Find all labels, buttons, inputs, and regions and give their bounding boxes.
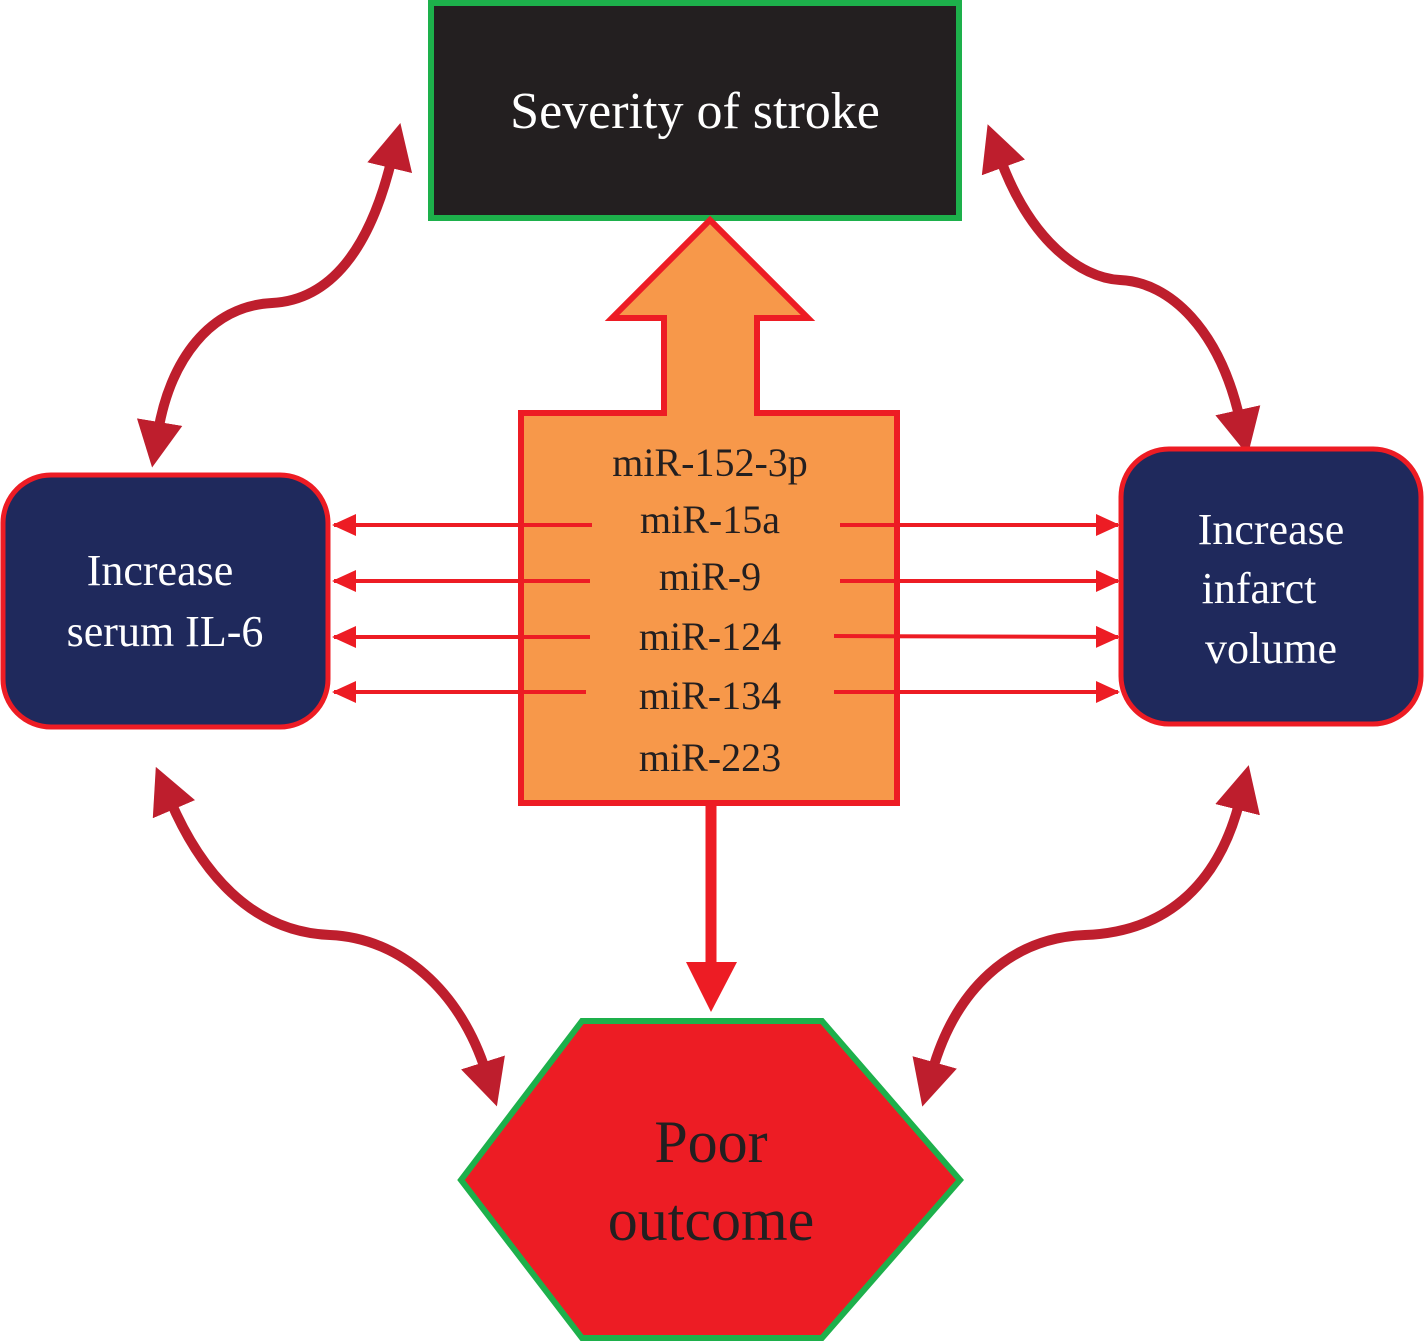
mirna-block-arrow bbox=[518, 215, 900, 806]
mirna-item: miR-9 bbox=[659, 554, 761, 599]
il6-box bbox=[0, 472, 331, 730]
outcome-node: Poor outcome bbox=[457, 1018, 964, 1341]
outcome-hexagon bbox=[457, 1018, 964, 1341]
il6-label-line: Increase bbox=[87, 546, 234, 595]
arrows-to-infarct bbox=[833, 514, 1120, 703]
mirna-item: miR-134 bbox=[639, 673, 781, 718]
severity-box bbox=[428, 0, 962, 221]
outcome-label-line: Poor bbox=[654, 1109, 767, 1175]
infarct-box bbox=[1118, 446, 1424, 727]
curve-arrow-severity-il6 bbox=[136, 122, 413, 468]
infarct-label-line: infarct bbox=[1202, 564, 1317, 613]
mirna-item: miR-15a bbox=[640, 497, 780, 542]
infarct-label-line: volume bbox=[1205, 624, 1337, 673]
mirna-node: miR-152-3p miR-15a miR-9 miR-124 miR-134… bbox=[518, 215, 900, 806]
mirna-item: miR-124 bbox=[639, 614, 781, 659]
il6-label-line: serum IL-6 bbox=[67, 607, 264, 656]
arrow-to-infarct bbox=[833, 625, 1120, 648]
infarct-label-line: Increase bbox=[1198, 505, 1345, 554]
arrows-to-il6 bbox=[332, 514, 592, 703]
infarct-node: Increase infarct volume bbox=[1118, 446, 1424, 727]
outcome-label-line: outcome bbox=[608, 1187, 815, 1253]
curve-arrows bbox=[136, 122, 1261, 1107]
mirna-item: miR-152-3p bbox=[612, 440, 808, 485]
arrow-to-outcome bbox=[686, 806, 737, 1012]
mirna-list: miR-152-3p miR-15a miR-9 miR-124 miR-134… bbox=[612, 440, 808, 780]
mirna-item: miR-223 bbox=[639, 735, 781, 780]
severity-label: Severity of stroke bbox=[510, 83, 880, 140]
curve-arrow-infarct-outcome bbox=[912, 765, 1260, 1107]
curve-arrow-il6-outcome bbox=[152, 766, 505, 1107]
curve-arrow-severity-infarct bbox=[981, 124, 1261, 456]
severity-node: Severity of stroke bbox=[428, 0, 962, 221]
arrow-to-outcome-head bbox=[686, 962, 737, 1012]
il6-node: Increase serum IL-6 bbox=[0, 472, 331, 730]
